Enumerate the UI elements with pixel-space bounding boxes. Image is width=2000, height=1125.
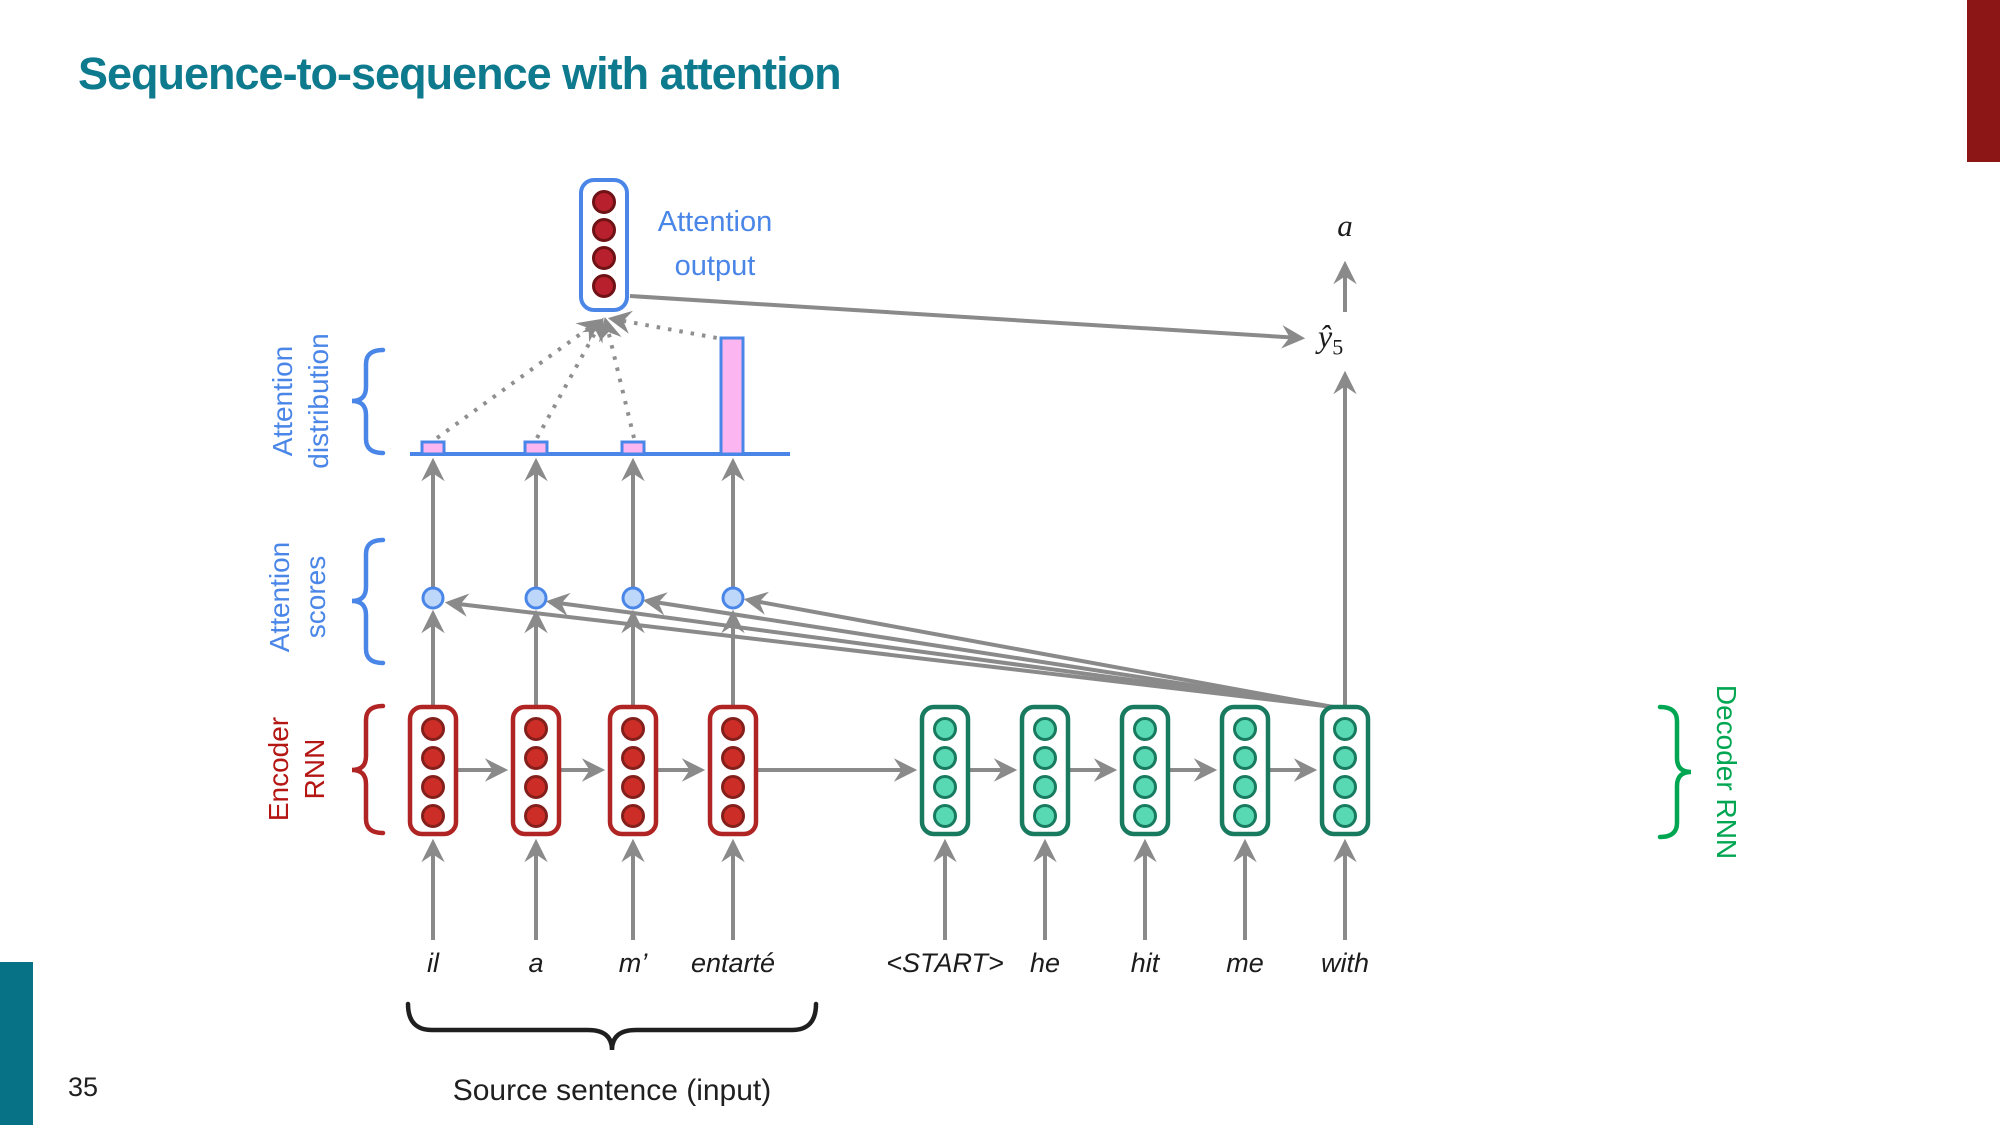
decoder-word: hit [1130,948,1160,978]
source-sentence-label: Source sentence (input) [452,1074,772,1107]
decoder-word: he [1029,948,1061,978]
bottom-left-accent-bar [0,962,33,1125]
yhat-5-symbol: ŷ5 [1318,318,1344,360]
source-word: il [427,948,439,978]
encoder-rnn-brace [351,703,386,836]
encoder-cell [410,707,456,834]
slide-title: Sequence-to-sequence with attention [78,48,842,99]
attention-distribution-brace [351,347,386,456]
decoder-cell [1122,707,1168,834]
top-right-accent-bar [1967,0,2000,162]
source-word: a [528,948,544,978]
encoder-cell [710,707,756,834]
encoder-cell [610,707,656,834]
decoder-word: <START> [886,948,1004,978]
input-arrows [421,838,1357,940]
decoder-rnn-brace [1657,704,1692,840]
bar-il [420,440,446,456]
source-word: entarté [690,948,776,978]
decoder-rnn-label: Decoder RNN [1711,684,1742,860]
attention-score-dots [421,586,745,610]
decoder-cell [1022,707,1068,834]
decoder-cell [1222,707,1268,834]
distribution-bars [420,336,745,456]
attention-scores-label: Attention scores [264,541,331,653]
attention-output-label: Attention output [657,206,773,282]
attention-distribution-label: Attention distribution [267,333,334,469]
decoder-cell [1322,707,1368,834]
decoder-word: me [1226,948,1264,978]
bar-entarte [719,336,745,456]
decoder-cell [922,707,968,834]
bar-a [523,440,549,456]
page-number: 35 [68,1072,99,1102]
score-to-distribution-arrows [421,457,745,587]
bar-m [620,440,646,456]
source-sentence-brace [405,1001,819,1051]
attention-output-to-yhat-arrow [629,294,1306,349]
encoder-rnn-label: Encoder RNN [263,716,330,822]
decoder-word: with [1320,948,1369,978]
predicted-word: a [1337,208,1353,243]
decoder-to-score-arrows [444,591,1334,709]
attention-scores-brace [351,537,386,666]
encoder-to-score-arrows [421,609,745,705]
encoder-cell [513,707,559,834]
attention-output-vector [579,178,629,312]
source-word: m’ [618,948,648,978]
weighted-sum-dotted-lines [435,310,729,440]
